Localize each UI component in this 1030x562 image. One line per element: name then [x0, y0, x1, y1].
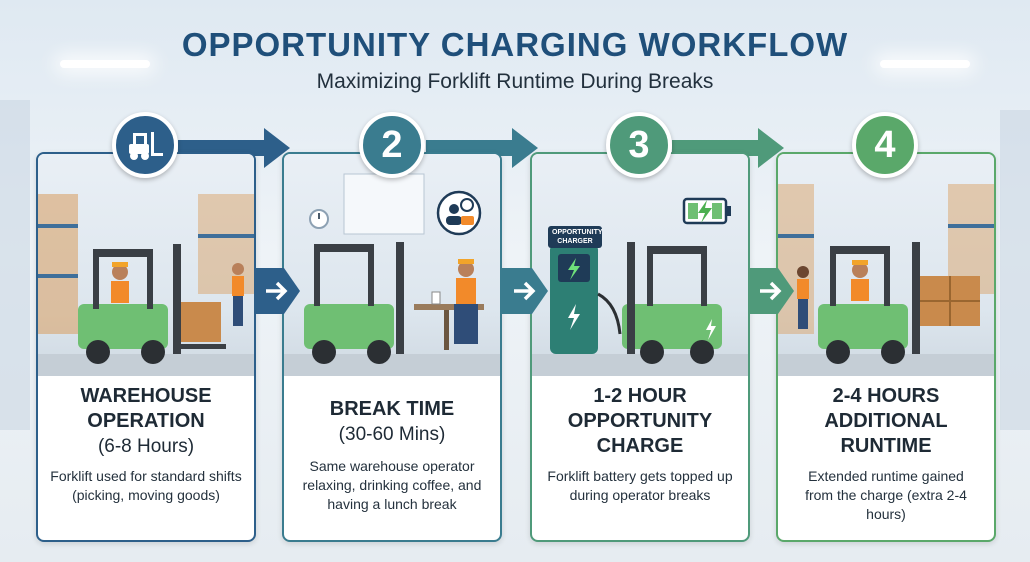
warehouse-scene: [38, 154, 254, 376]
step-description: Forklift used for standard shifts (picki…: [48, 467, 244, 505]
battery-charging-icon: [682, 196, 734, 226]
break-room-scene: [284, 154, 500, 376]
forklift-operating-illustration: [38, 154, 256, 376]
background-rack-left: [0, 100, 30, 430]
break-time-illustration: [284, 154, 502, 376]
step-badge-4: 4: [852, 112, 918, 178]
step-badge-3: 3: [606, 112, 672, 178]
extended-runtime-illustration: [778, 154, 996, 376]
step-card-warehouse-operation: WAREHOUSE OPERATION (6-8 Hours) Forklift…: [36, 152, 256, 542]
page-subtitle: Maximizing Forklift Runtime During Break…: [0, 70, 1030, 94]
step-badge-2: 2: [359, 112, 425, 178]
arrow-right-icon: [502, 268, 548, 314]
step-duration: (6-8 Hours): [48, 434, 244, 459]
step-heading: WAREHOUSE OPERATION: [48, 384, 244, 434]
charging-scene: [532, 154, 748, 376]
step-card-opportunity-charge: OPPORTUNITY CHARGER 1-2 HOUR OPPORTUNITY…: [530, 152, 750, 542]
step-heading: 1-2 HOUR OPPORTUNITY CHARGE: [542, 384, 738, 459]
charging-illustration: [532, 154, 750, 376]
forklift-icon: [125, 128, 165, 162]
step-card-additional-runtime: 2-4 HOURS ADDITIONAL RUNTIME Extended ru…: [776, 152, 996, 542]
operator-clock-icon: [436, 190, 482, 236]
step-card-break-time: BREAK TIME (30-60 Mins) Same warehouse o…: [282, 152, 502, 542]
step-description: Extended runtime gained from the charge …: [788, 467, 984, 524]
step-duration: (30-60 Mins): [294, 422, 490, 447]
step-heading: 2-4 HOURS ADDITIONAL RUNTIME: [788, 384, 984, 459]
page-title: OPPORTUNITY CHARGING WORKFLOW: [0, 26, 1030, 64]
background-rack-right: [1000, 110, 1030, 430]
step-description: Forklift battery gets topped up during o…: [542, 467, 738, 505]
step-description: Same warehouse operator relaxing, drinki…: [294, 457, 490, 514]
arrow-right-icon: [254, 268, 300, 314]
step-heading: BREAK TIME: [294, 397, 490, 422]
arrow-right-icon: [748, 268, 794, 314]
step-badge-1: [112, 112, 178, 178]
opportunity-charger-label: OPPORTUNITY CHARGER: [548, 226, 602, 248]
runtime-scene: [778, 154, 994, 376]
